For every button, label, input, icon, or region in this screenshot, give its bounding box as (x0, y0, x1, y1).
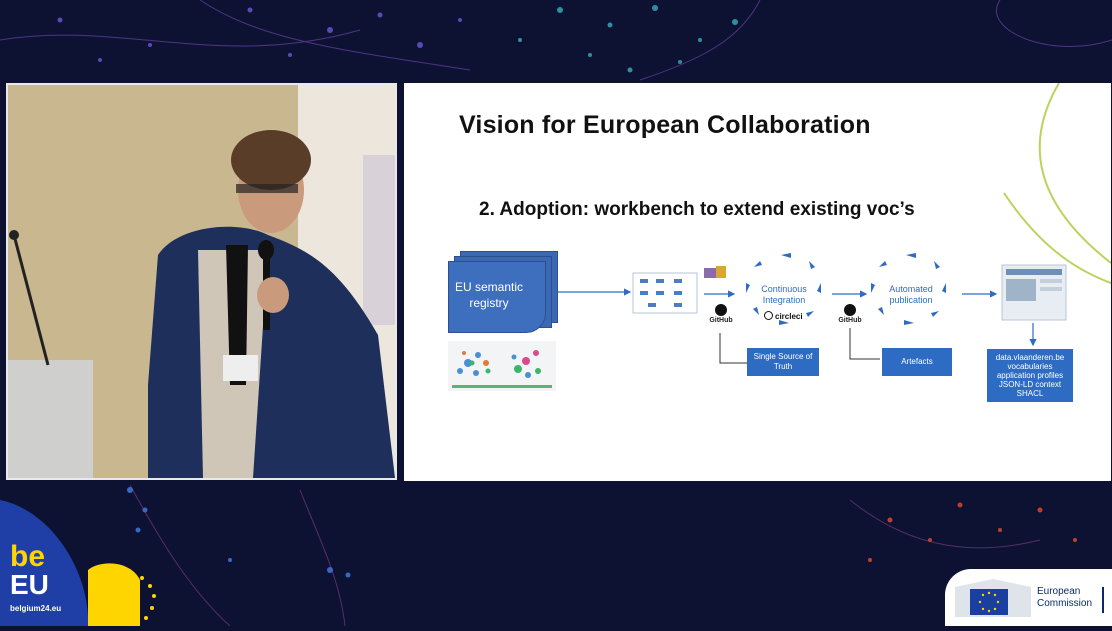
registry-stack: EU semantic registry (448, 251, 558, 333)
beeu-eu: EU (10, 569, 49, 600)
output-line: vocabularies (1007, 362, 1053, 371)
presentation-slide: Vision for European Collaboration 2. Ado… (404, 83, 1111, 481)
circleci-icon (764, 311, 773, 320)
output-line: data.vlaanderen.be (995, 353, 1065, 362)
publication-label: Automated publication (889, 284, 933, 305)
circleci-label: circleci (775, 312, 803, 321)
output-line: JSON-LD context (998, 380, 1062, 389)
network-graph-thumbnails (448, 341, 556, 391)
github-label: GitHub (709, 317, 733, 324)
beeu-logo-shape (0, 500, 156, 626)
beeu-be: be (10, 540, 46, 573)
github-logo-ci: GitHub (706, 304, 736, 324)
ec-divider (1102, 587, 1104, 613)
ec-line2: Commission (1037, 598, 1093, 609)
github-logo-publication: GitHub (835, 304, 865, 324)
ec-line1: European (1037, 586, 1081, 597)
output-line: application profiles (996, 371, 1064, 380)
output-box: data.vlaanderen.be vocabularies applicat… (987, 349, 1073, 402)
circleci-badge: circleci (764, 311, 803, 321)
beeu-logo: be EU belgium24.eu (0, 500, 170, 626)
ec-name: European Commission (1037, 586, 1092, 610)
registry-label: EU semantic registry (454, 280, 524, 310)
speaker-video (6, 83, 397, 480)
speaker-scene (8, 85, 395, 478)
ci-label: Continuous Integration (761, 284, 807, 305)
slide-decor (1003, 83, 1111, 284)
slide-subtitle: 2. Adoption: workbench to extend existin… (479, 199, 915, 220)
github-icon (844, 304, 856, 316)
workflow-diagram (558, 253, 1067, 364)
european-commission-logo: European Commission (945, 569, 1112, 626)
github-label: GitHub (838, 317, 862, 324)
slide-title: Vision for European Collaboration (459, 111, 871, 139)
beeu-url: belgium24.eu (10, 604, 62, 613)
single-source-box: Single Source of Truth (747, 348, 819, 376)
output-line: SHACL (1016, 389, 1044, 398)
ec-building-icon (955, 579, 1031, 617)
artefacts-box: Artefacts (882, 348, 952, 376)
github-icon (715, 304, 727, 316)
